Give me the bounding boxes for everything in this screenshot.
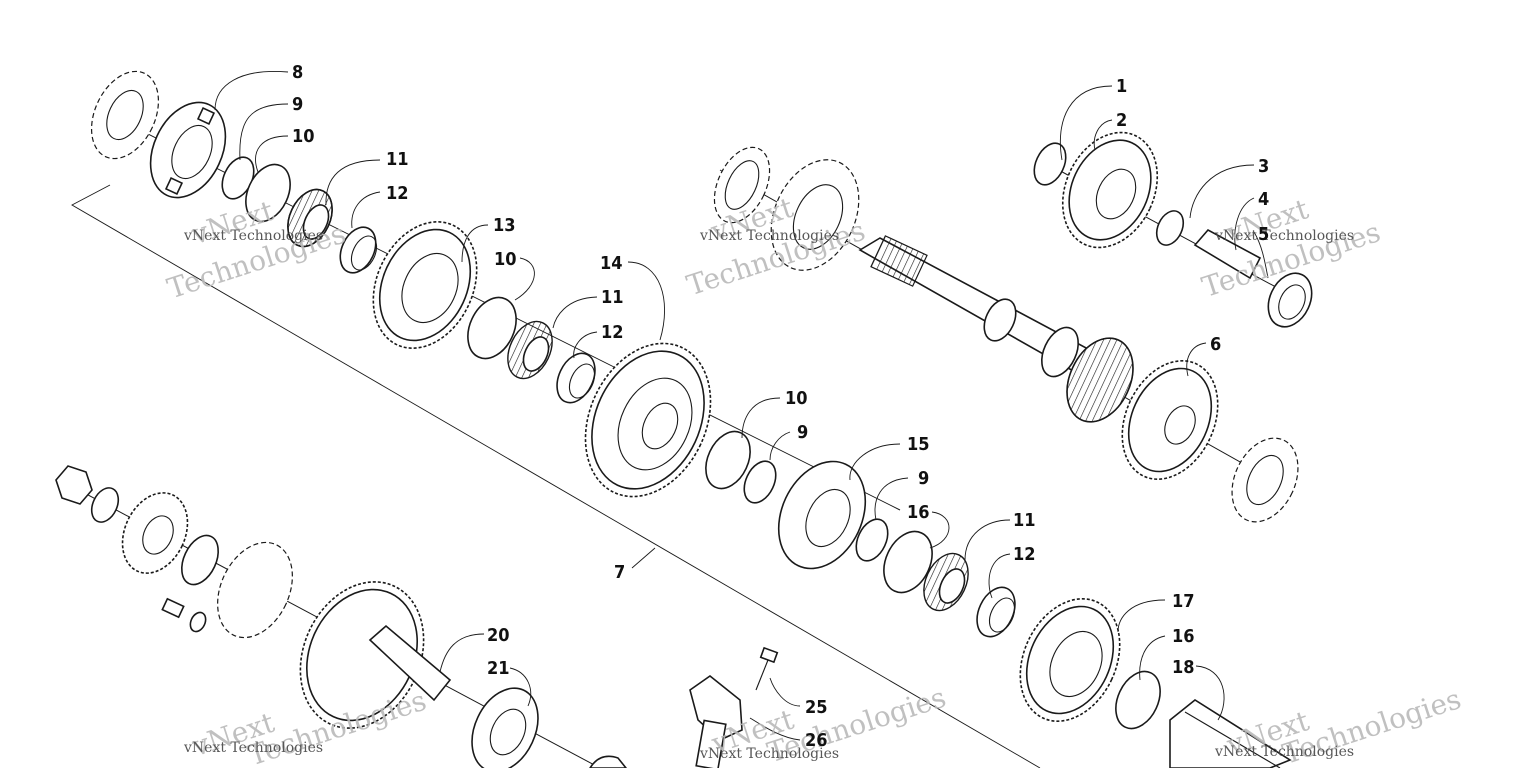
output-assembly [55,465,628,768]
callout-4: 4 [1258,189,1269,210]
bolt-small [161,597,207,633]
bushing-12-mid [556,352,596,404]
washer-10-lower [705,430,751,490]
washer-lower-1 [90,487,120,523]
callout-21: 21 [487,658,510,679]
gear-2 [1061,131,1159,249]
callout-13: 13 [493,215,516,236]
washer-10-top [245,163,291,223]
washer-10-mid [467,296,517,360]
callout-labels: 8 9 10 11 12 13 10 14 11 12 10 9 15 9 16… [292,62,1269,751]
bushing-12-right [976,586,1016,638]
leader-lines [214,70,1269,741]
callout-9: 9 [797,422,808,443]
nut [55,465,93,505]
bushing-12-top [339,226,378,274]
callout-5: 5 [1258,224,1269,245]
mainshaft-assembly [713,146,1299,523]
callout-16: 16 [907,502,930,523]
callout-16: 16 [1172,626,1195,647]
speed-sensor [689,646,779,768]
gear-shaft-pinion [1066,337,1134,423]
gear-14 [584,342,712,498]
callout-26: 26 [805,730,828,751]
washer-16-mid [883,530,933,594]
shift-hub-15 [777,460,867,570]
shaft-18 [1169,699,1292,768]
circlip-9-lower [743,460,777,504]
callout-20: 20 [487,625,510,646]
washer-lower-2 [181,534,219,586]
watermark-text: vNext Technologies [1214,744,1354,760]
shift-hub-8 [149,101,227,199]
watermark-text: vNext Technologies [699,228,839,244]
washer-16-lower [1115,670,1161,730]
callout-11: 11 [601,287,624,308]
callout-7: 7 [614,562,625,583]
sprocket [121,492,189,574]
callout-25: 25 [805,697,828,718]
callout-17: 17 [1172,591,1195,612]
gear-13 [372,221,478,349]
callout-14: 14 [600,253,623,274]
callout-11: 11 [386,149,409,170]
bearing-21 [471,687,539,768]
gear-20 [299,581,452,729]
needle-bearing-11-mid [507,320,553,380]
countershaft-assembly [90,70,1292,768]
group-bracket-7 [71,184,1041,768]
subassembly-1-5 [1033,131,1313,328]
callout-9: 9 [918,468,929,489]
callout-12: 12 [386,183,409,204]
gear-17 [1019,598,1121,722]
callout-10: 10 [785,388,808,409]
circlip-9-right [855,518,889,562]
watermark-text: vNext Technologies [183,740,323,756]
mainshaft [858,235,1092,378]
bushing-5 [1267,272,1313,328]
callout-1: 1 [1116,76,1127,97]
callout-6: 6 [1210,334,1221,355]
bearing-upper [770,159,860,271]
callout-11: 11 [1013,510,1036,531]
callout-12: 12 [601,322,624,343]
bearing-8 [90,70,160,160]
bearing-lower [217,541,293,639]
shaft-4 [1193,228,1262,280]
watermark-text: vNext Technologies [699,746,839,762]
callout-3: 3 [1258,156,1269,177]
callout-15: 15 [907,434,930,455]
watermark-text: vNext Technologies [183,228,323,244]
callout-10: 10 [292,126,315,147]
seal-upper [713,146,771,224]
bushing-3 [1155,210,1185,246]
circlip-1 [1033,142,1067,186]
bolt-25 [759,646,779,664]
cover-partial [589,755,628,768]
needle-bearing-11-right [923,552,969,612]
callout-2: 2 [1116,110,1127,131]
callout-18: 18 [1172,657,1195,678]
needle-bearing-11-top [287,188,333,248]
gear-6 [1121,360,1219,480]
callout-12: 12 [1013,544,1036,565]
callout-8: 8 [292,62,303,83]
callout-10: 10 [494,249,517,270]
callout-9: 9 [292,94,303,115]
bearing-6 [1231,437,1299,523]
watermark-text: vNext Technologies [1214,228,1354,244]
